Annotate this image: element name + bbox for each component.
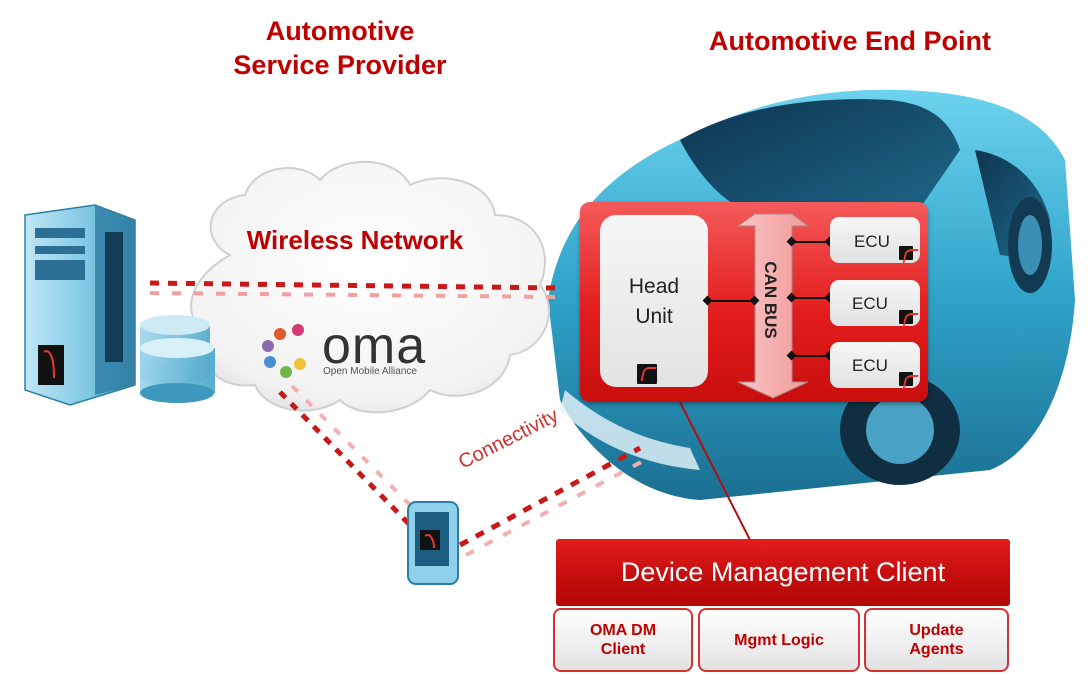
service-provider-title-line2: Service Provider bbox=[233, 50, 447, 80]
oma-dm-client-box: OMA DM Client bbox=[553, 608, 693, 672]
ecu-label: ECU bbox=[852, 294, 888, 313]
update-agents-line2: Agents bbox=[909, 641, 964, 658]
oma-dm-client-line1: OMA DM bbox=[589, 622, 657, 639]
ecu-label: ECU bbox=[852, 356, 888, 375]
chip-icon bbox=[899, 246, 913, 260]
oma-logo-dots bbox=[262, 324, 306, 378]
junction-dot bbox=[786, 292, 797, 303]
dm-client-title: Device Management Client bbox=[620, 557, 946, 587]
head-unit-label-line1: Head bbox=[628, 275, 680, 298]
update-agents-box: Update Agents bbox=[864, 608, 1009, 672]
head-unit-label-line2: Unit bbox=[635, 305, 673, 328]
server-icon bbox=[24, 204, 136, 406]
head-unit-box bbox=[600, 215, 708, 387]
update-agents-line1: Update bbox=[909, 622, 964, 639]
can-bus-label: CAN BUS bbox=[761, 261, 780, 339]
ecu-box-2: ECU bbox=[830, 280, 920, 326]
head-unit-label: Head Unit bbox=[600, 272, 708, 332]
ecu-label: ECU bbox=[854, 232, 890, 251]
junction-dot bbox=[702, 295, 713, 306]
oma-logo-text: oma bbox=[322, 317, 427, 375]
mgmt-logic-box: Mgmt Logic bbox=[698, 608, 860, 672]
mgmt-logic-line1: Mgmt Logic bbox=[734, 631, 824, 649]
chip-icon bbox=[899, 310, 913, 324]
wireless-network-label: Wireless Network bbox=[246, 225, 464, 255]
database-icon bbox=[140, 315, 215, 403]
dm-client-header bbox=[556, 539, 1010, 606]
oma-logo-tagline: Open Mobile Alliance bbox=[323, 366, 417, 377]
junction-dot bbox=[749, 295, 760, 306]
service-provider-title-line1: Automotive bbox=[265, 16, 415, 46]
oma-dm-client-line2: Client bbox=[600, 641, 646, 658]
end-point-title: Automotive End Point bbox=[709, 26, 991, 56]
chip-icon bbox=[637, 364, 657, 384]
chip-icon bbox=[899, 372, 913, 386]
service-provider-title: Automotive Service Provider bbox=[195, 14, 485, 82]
network-signal-lines bbox=[149, 280, 646, 557]
phone-icon bbox=[407, 501, 459, 585]
junction-dot bbox=[786, 236, 797, 247]
connector-line bbox=[677, 397, 751, 541]
junction-dot bbox=[786, 350, 797, 361]
